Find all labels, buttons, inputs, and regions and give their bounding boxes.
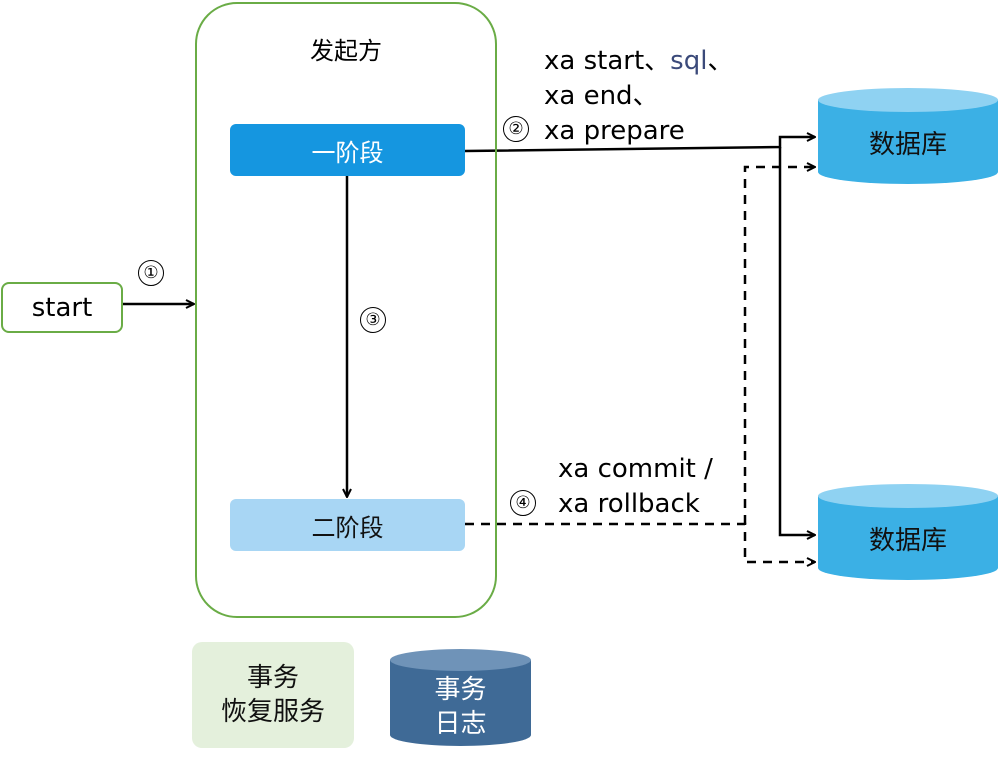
commit-annotation: xa commit / xa rollback bbox=[558, 452, 713, 522]
arrow-prepare-to-db1 bbox=[464, 137, 815, 153]
start-node: start bbox=[1, 282, 123, 333]
initiator-title: 发起方 bbox=[310, 37, 382, 65]
initiator-container bbox=[195, 2, 497, 618]
start-label: start bbox=[31, 292, 93, 323]
database-1-label: 数据库 bbox=[868, 130, 947, 160]
transaction-log: 事务 日志 bbox=[390, 649, 531, 747]
phase-two-label: 二阶段 bbox=[311, 513, 384, 542]
prepare-annotation: xa start、sql、 xa end、 xa prepare bbox=[544, 44, 733, 149]
database-1: 数据库 bbox=[818, 88, 998, 186]
transaction-log-line-2: 日志 bbox=[434, 709, 487, 739]
recovery-line-2: 恢复服务 bbox=[220, 697, 325, 727]
prepare-sql: sql bbox=[670, 46, 708, 76]
database-2: 数据库 bbox=[818, 484, 998, 582]
prepare-line-2: xa end、 bbox=[544, 81, 659, 111]
prepare-xa-start: xa start、 bbox=[544, 46, 671, 76]
step-1-marker: ① bbox=[138, 260, 164, 286]
transaction-log-line-1: 事务 bbox=[434, 675, 487, 705]
recovery-service-box: 事务 恢复服务 bbox=[192, 642, 354, 748]
arrow-prepare-to-db2 bbox=[778, 147, 815, 535]
transaction-log-cylinder bbox=[390, 649, 531, 746]
commit-line-1: xa commit / bbox=[558, 454, 713, 484]
database-1-cylinder bbox=[818, 88, 998, 184]
database-2-label: 数据库 bbox=[868, 526, 947, 556]
phase-one-box: 一阶段 bbox=[230, 124, 465, 176]
prepare-line-1: xa start、sql、 bbox=[544, 44, 733, 79]
arrow-commit-to-db1 bbox=[743, 167, 815, 524]
prepare-line-3: xa prepare bbox=[544, 116, 685, 146]
phase-one-label: 一阶段 bbox=[311, 138, 384, 167]
recovery-line-1: 事务 bbox=[246, 663, 299, 693]
step-4-marker: ④ bbox=[510, 490, 536, 516]
phase-two-box: 二阶段 bbox=[230, 499, 465, 551]
step-3-marker: ③ bbox=[360, 307, 386, 333]
arrow-commit-to-db2 bbox=[465, 522, 815, 562]
commit-line-2: xa rollback bbox=[558, 489, 700, 519]
step-2-marker: ② bbox=[503, 116, 529, 142]
prepare-sep: 、 bbox=[707, 46, 734, 76]
database-2-cylinder bbox=[818, 484, 998, 580]
